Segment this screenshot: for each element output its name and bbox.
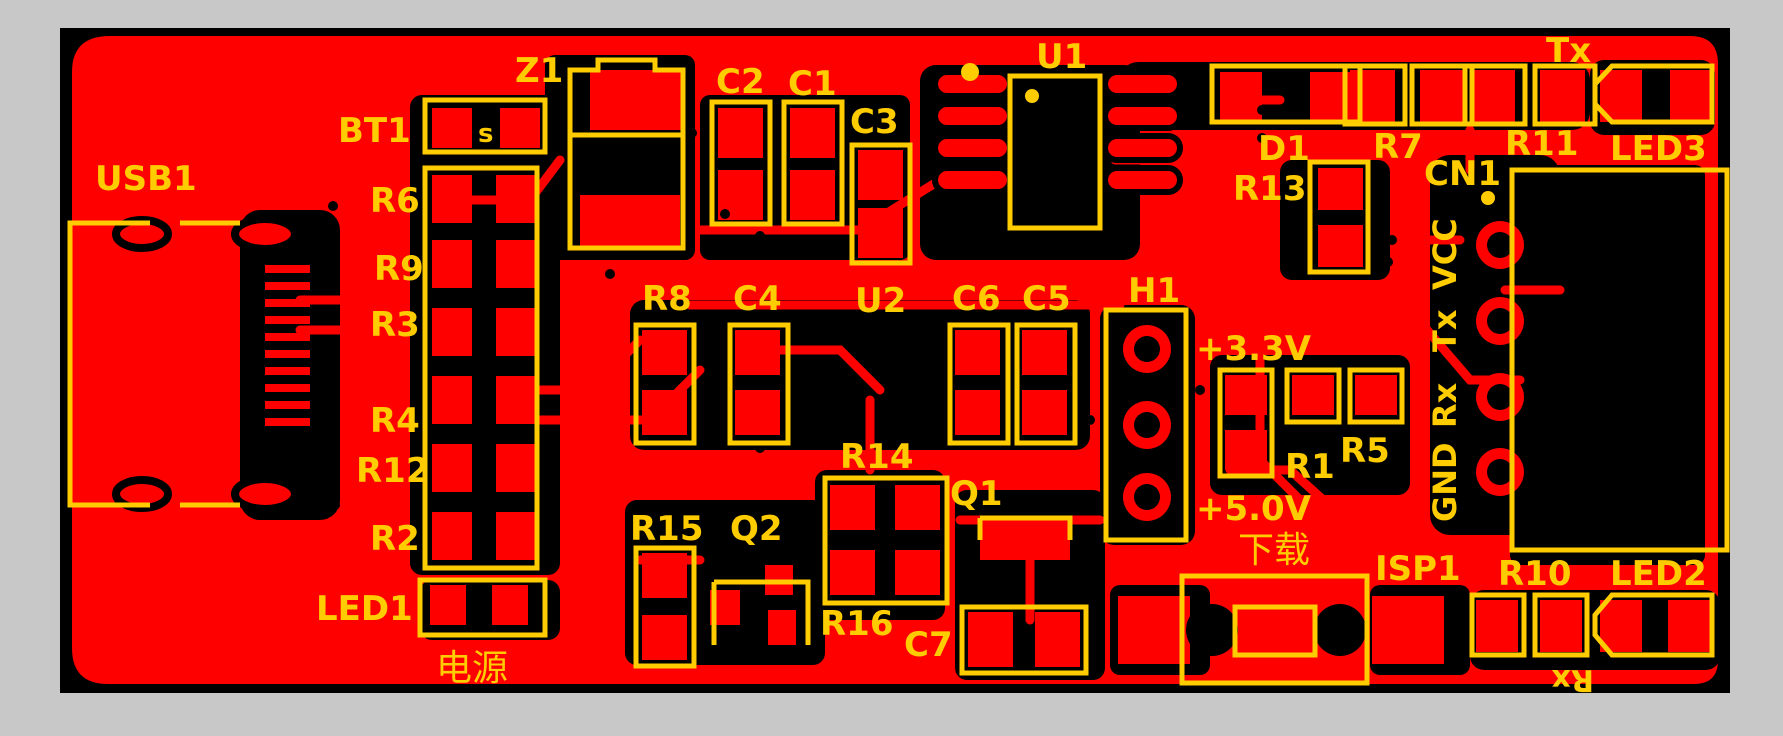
label-u2: U2 (855, 281, 906, 321)
isp1-pad-right (1314, 604, 1366, 656)
silkscreen-labels: USB1 BT1 s Z1 C2 C1 C3 U1 D1 R7 R11 Tx L… (95, 31, 1707, 697)
label-power-cn: 电源 (436, 648, 508, 689)
label-c7: C7 (904, 625, 953, 665)
label-r13: R13 (1233, 169, 1307, 209)
label-r7: R7 (1373, 127, 1423, 167)
label-c4: C4 (733, 279, 782, 319)
u1-pads (932, 69, 1183, 195)
label-q1: Q1 (950, 474, 1003, 514)
label-usb1: USB1 (95, 159, 197, 199)
u1-pin1-marker-2 (1025, 89, 1039, 103)
label-bt1: BT1 (338, 111, 411, 151)
label-tx-top: Tx (1546, 31, 1591, 71)
label-r1: R1 (1285, 447, 1335, 487)
label-r16: R16 (820, 604, 894, 644)
label-rx-bottom: Rx (1552, 662, 1594, 697)
usb-connector-pads (112, 215, 310, 513)
label-isp1: ISP1 (1375, 549, 1461, 589)
label-r11: R11 (1505, 124, 1579, 164)
label-v50: +5.0V (1196, 489, 1312, 529)
smd-pads (430, 70, 1712, 670)
label-v33: +3.3V (1196, 329, 1312, 369)
label-r10: R10 (1498, 554, 1572, 594)
label-r3: R3 (370, 305, 420, 345)
label-r4: R4 (370, 401, 420, 441)
silkscreen-outlines (67, 57, 1730, 686)
label-r15: R15 (630, 509, 704, 549)
label-led2: LED2 (1610, 554, 1707, 594)
label-q2: Q2 (730, 509, 783, 549)
isp1-pad-left (1186, 604, 1238, 656)
label-r12: R12 (356, 451, 430, 491)
label-r5: R5 (1340, 431, 1390, 471)
label-c5: C5 (1022, 279, 1071, 319)
label-c6: C6 (952, 279, 1001, 319)
label-r6: R6 (370, 181, 420, 221)
u1-pin1-marker (961, 63, 979, 81)
label-led1: LED1 (316, 589, 413, 629)
label-d1: D1 (1258, 129, 1310, 169)
label-r8: R8 (642, 279, 692, 319)
label-r14: R14 (840, 437, 914, 477)
label-z1: Z1 (515, 51, 563, 91)
label-h1: H1 (1128, 271, 1180, 311)
label-rx-side: Rx (1426, 382, 1464, 428)
label-tx-side: Tx (1426, 309, 1464, 352)
vias (323, 95, 1397, 565)
label-s-mark: s (478, 119, 493, 149)
cn1-pin1-marker (1481, 191, 1495, 205)
label-r2: R2 (370, 519, 420, 559)
label-cn1: CN1 (1424, 154, 1501, 194)
label-download-cn: 下载 (1238, 530, 1310, 571)
label-c2: C2 (716, 62, 765, 102)
label-r9: R9 (374, 249, 424, 289)
label-vcc: VCC (1426, 218, 1464, 290)
label-gnd: GND (1426, 442, 1464, 522)
label-led3: LED3 (1610, 129, 1707, 169)
label-u1: U1 (1036, 37, 1087, 77)
label-c3: C3 (850, 102, 899, 142)
label-c1: C1 (788, 64, 837, 104)
